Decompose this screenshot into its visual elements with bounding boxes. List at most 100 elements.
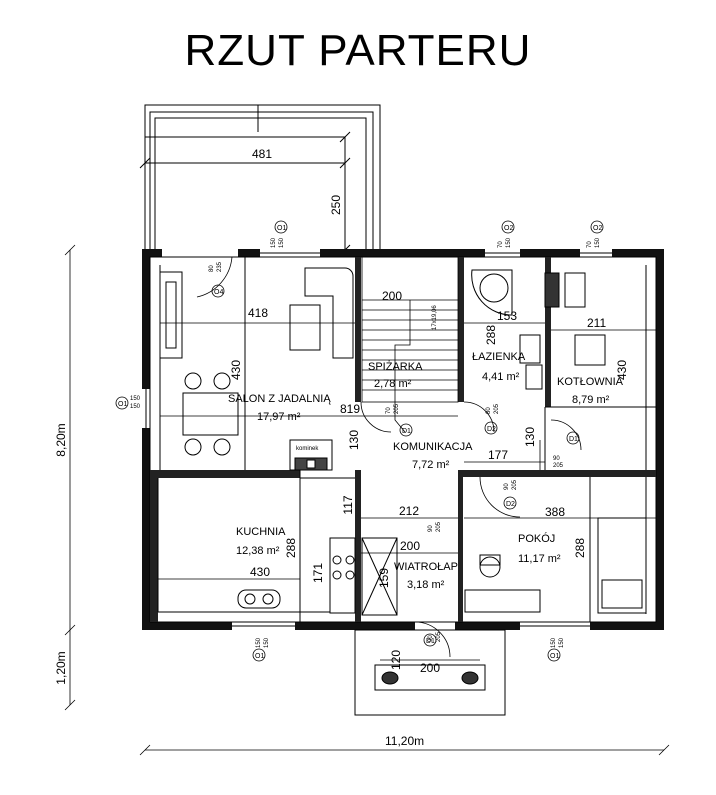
- dim-corridor-a: 130: [347, 430, 361, 450]
- svg-text:150: 150: [130, 404, 141, 410]
- tag-d2-b: D2: [506, 501, 515, 508]
- svg-text:150: 150: [264, 637, 270, 648]
- svg-text:235: 235: [217, 261, 223, 272]
- tag-o4: O4: [214, 289, 223, 296]
- svg-text:70: 70: [498, 241, 504, 248]
- dim-kuchnia-width: 430: [250, 565, 270, 579]
- room-spizarka-name: SPIŻARKA: [368, 360, 423, 373]
- outer-walls: [142, 249, 664, 630]
- room-komunikacja-area: 7,72 m²: [412, 459, 450, 471]
- dim-lazienka-width: 153: [497, 309, 517, 323]
- staircase: [361, 256, 459, 433]
- tag-o1-br: O1: [550, 653, 559, 660]
- tag-d1-a: D1: [402, 428, 411, 435]
- entrance-steps: [354, 629, 506, 716]
- room-wiatrolap-area: 3,18 m²: [407, 579, 445, 591]
- svg-text:80: 80: [209, 265, 215, 272]
- dim-kuchnia-b: 171: [311, 563, 325, 583]
- tag-d1-entry: D1: [426, 638, 435, 645]
- dim-kotlownia-width: 211: [587, 316, 606, 330]
- dim-pokoj-height: 288: [573, 538, 587, 558]
- svg-text:150: 150: [506, 237, 512, 248]
- tag-o1-bl: O1: [255, 653, 264, 660]
- dim-salon-height: 430: [229, 360, 243, 380]
- svg-text:150: 150: [130, 396, 141, 402]
- room-komunikacja-name: KOMUNIKACJA: [393, 441, 473, 453]
- internal-walls: [150, 257, 656, 622]
- dim-total-height: 8,20m: [54, 423, 68, 456]
- room-lazienka-name: ŁAZIENKA: [472, 351, 526, 363]
- salon-furniture: [159, 267, 354, 456]
- svg-text:90: 90: [428, 525, 434, 532]
- svg-text:70: 70: [386, 407, 392, 414]
- svg-text:90: 90: [504, 483, 510, 490]
- svg-text:150: 150: [595, 237, 601, 248]
- tag-o2-b: O2: [593, 225, 602, 232]
- room-kotlownia-area: 8,79 m²: [572, 394, 610, 406]
- room-pokoj-name: POKÓJ: [518, 532, 555, 545]
- svg-text:205: 205: [436, 521, 442, 532]
- dim-entrance-height: 1,20m: [54, 651, 68, 684]
- svg-text:70: 70: [587, 241, 593, 248]
- window-size-notes: 150 150 70 150 70 150 80 235 150 150 150…: [130, 237, 601, 648]
- svg-text:90: 90: [553, 456, 560, 462]
- dim-corridor-c: 177: [488, 448, 508, 462]
- svg-text:205: 205: [436, 631, 442, 642]
- svg-text:150: 150: [271, 237, 277, 248]
- svg-text:205: 205: [494, 403, 500, 414]
- dim-corridor-d: 117: [341, 495, 355, 514]
- tag-d2-a: D2: [487, 426, 496, 433]
- stairs-note: 17x19,06: [432, 305, 438, 330]
- dim-kotlownia-height: 430: [615, 360, 629, 380]
- room-kotlownia-name: KOTŁOWNIA: [557, 376, 624, 388]
- svg-text:150: 150: [279, 237, 285, 248]
- svg-text:150: 150: [551, 637, 557, 648]
- room-pokoj-area: 11,17 m²: [518, 553, 561, 565]
- room-kuchnia-name: KUCHNIA: [236, 526, 286, 538]
- fireplace: [289, 439, 333, 471]
- svg-text:150: 150: [559, 637, 565, 648]
- dim-terrace-depth-label: 250: [329, 195, 343, 215]
- tag-o1-left: O1: [118, 401, 127, 408]
- dim-terrace-width-label: 481: [252, 147, 272, 161]
- room-salon-name: SALON Z JADALNIĄ: [228, 393, 331, 405]
- dim-stairs-width: 200: [382, 289, 402, 303]
- fireplace-label: kominek: [296, 446, 319, 452]
- svg-text:80: 80: [486, 407, 492, 414]
- terrace: [144, 104, 381, 250]
- boiler-fixtures: [544, 272, 606, 366]
- dim-terrace-width: [139, 157, 351, 169]
- dim-kuchnia-height: 288: [284, 538, 298, 558]
- dim-total-width: 11,20m: [385, 734, 424, 748]
- tag-o2-a: O2: [504, 225, 513, 232]
- dim-salon-width: 418: [248, 306, 268, 320]
- room-salon-area: 17,97 m²: [257, 411, 301, 423]
- plan-title: RZUT PARTERU: [184, 26, 532, 75]
- room-wiatrolap-name: WIATROŁAP: [394, 561, 458, 573]
- dim-terrace-depth: [339, 131, 351, 256]
- internal-thin-walls: [244, 257, 656, 622]
- dim-corridor-e: 212: [399, 504, 419, 518]
- dim-corridor-b: 130: [523, 427, 537, 447]
- windows: [145, 252, 612, 627]
- dim-corridor-length: 819: [340, 402, 360, 416]
- dim-wiatrolap-width: 200: [400, 539, 420, 553]
- dim-pokoj-width: 388: [545, 505, 565, 519]
- tag-d1-b: D1: [569, 436, 578, 443]
- svg-text:205: 205: [512, 479, 518, 490]
- svg-text:150: 150: [256, 637, 262, 648]
- dim-wiatrolap-height: 159: [377, 568, 391, 588]
- dimension-lines: [64, 244, 670, 756]
- door-swings: [196, 256, 582, 658]
- room-lazienka-area: 4,41 m²: [482, 371, 520, 383]
- svg-text:90: 90: [428, 635, 434, 642]
- room-kuchnia-area: 12,38 m²: [236, 545, 280, 557]
- bedroom-furniture: [464, 517, 647, 614]
- window-tag-markers: [115, 220, 604, 662]
- svg-text:205: 205: [394, 403, 400, 414]
- room-spizarka-area: 2,78 m²: [374, 378, 412, 390]
- kitchen-fixtures: [157, 478, 356, 614]
- dim-entrance-depth: 120: [389, 650, 403, 670]
- dim-entrance-width: 200: [420, 661, 440, 675]
